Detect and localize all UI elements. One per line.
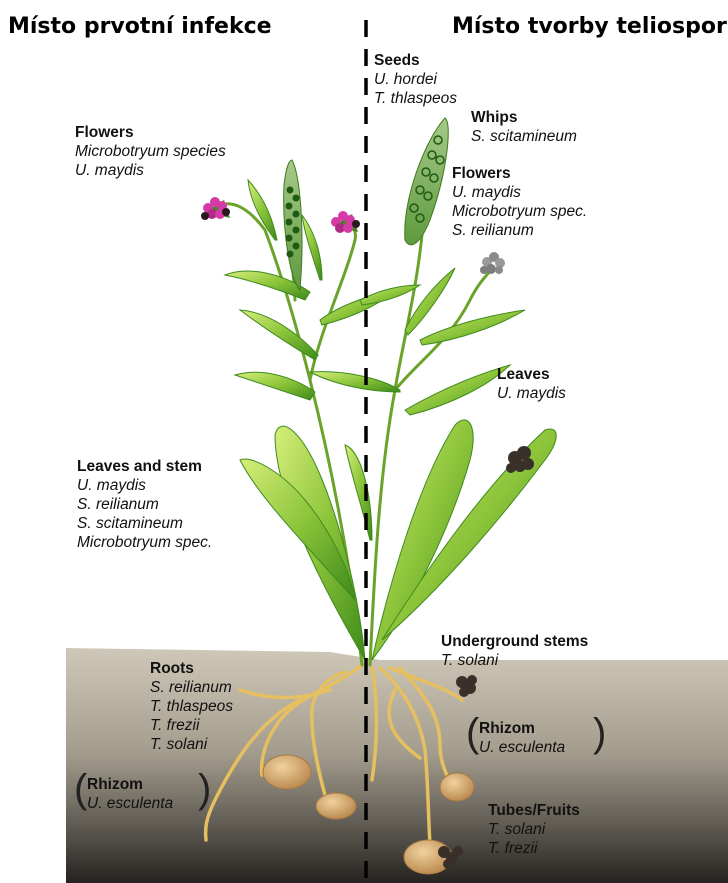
label-species: S. reilianum — [452, 221, 587, 240]
label-species: T. thlaspeos — [150, 697, 233, 716]
label-species: U. maydis — [452, 183, 587, 202]
label-rhizome-left: Rhizom U. esculenta — [87, 775, 173, 813]
flower-left-1 — [201, 197, 230, 220]
label-title: Tubes/Fruits — [488, 801, 580, 820]
paren-close-right: ) — [593, 713, 606, 753]
label-species: Microbotryum spec. — [452, 202, 587, 221]
paren-open-left: ( — [74, 769, 87, 809]
label-species: T. solani — [441, 651, 588, 670]
label-title: Leaves — [497, 365, 566, 384]
label-species: T. solani — [488, 820, 580, 839]
label-title: Leaves and stem — [77, 457, 212, 476]
label-species: Microbotryum spec. — [77, 533, 212, 552]
label-title: Roots — [150, 659, 233, 678]
label-species: T. solani — [150, 735, 233, 754]
label-title: Flowers — [75, 123, 226, 142]
label-title: Rhizom — [87, 775, 173, 794]
heading-teliospore-formation: Místo tvorby teliospor — [452, 14, 727, 39]
label-species: U. maydis — [75, 161, 226, 180]
flower-right-gray — [480, 252, 505, 274]
label-leaves-and-stem: Leaves and stem U. maydis S. reilianum S… — [77, 457, 212, 552]
label-species: U. maydis — [77, 476, 212, 495]
label-title: Flowers — [452, 164, 587, 183]
label-title: Seeds — [374, 51, 457, 70]
label-species: U. hordei — [374, 70, 457, 89]
leaf-spores — [506, 446, 534, 473]
label-flowers-right: Flowers U. maydis Microbotryum spec. S. … — [452, 164, 587, 240]
label-underground-stems: Underground stems T. solani — [441, 632, 588, 670]
label-roots: Roots S. reilianum T. thlaspeos T. frezi… — [150, 659, 233, 754]
label-species: U. esculenta — [479, 738, 565, 757]
label-species: T. thlaspeos — [374, 89, 457, 108]
label-species: T. frezii — [488, 839, 580, 858]
label-rhizome-right: Rhizom U. esculenta — [479, 719, 565, 757]
label-species: Microbotryum species — [75, 142, 226, 161]
label-flowers-left: Flowers Microbotryum species U. maydis — [75, 123, 226, 180]
label-species: U. esculenta — [87, 794, 173, 813]
paren-close-left: ) — [198, 769, 211, 809]
label-species: S. scitamineum — [77, 514, 212, 533]
label-species: T. frezii — [150, 716, 233, 735]
label-title: Underground stems — [441, 632, 588, 651]
label-species: S. reilianum — [77, 495, 212, 514]
label-title: Rhizom — [479, 719, 565, 738]
label-species: S. reilianum — [150, 678, 233, 697]
label-seeds: Seeds U. hordei T. thlaspeos — [374, 51, 457, 108]
whip-left — [284, 160, 302, 290]
label-species: U. maydis — [497, 384, 566, 403]
flower-left-2 — [331, 211, 360, 233]
label-leaves: Leaves U. maydis — [497, 365, 566, 403]
heading-primary-infection: Místo prvotní infekce — [8, 14, 272, 39]
paren-open-right: ( — [466, 713, 479, 753]
label-tubes-fruits: Tubes/Fruits T. solani T. frezii — [488, 801, 580, 858]
label-species: S. scitamineum — [471, 127, 577, 146]
label-whips: Whips S. scitamineum — [471, 108, 577, 146]
label-title: Whips — [471, 108, 577, 127]
whip-right — [405, 118, 449, 245]
